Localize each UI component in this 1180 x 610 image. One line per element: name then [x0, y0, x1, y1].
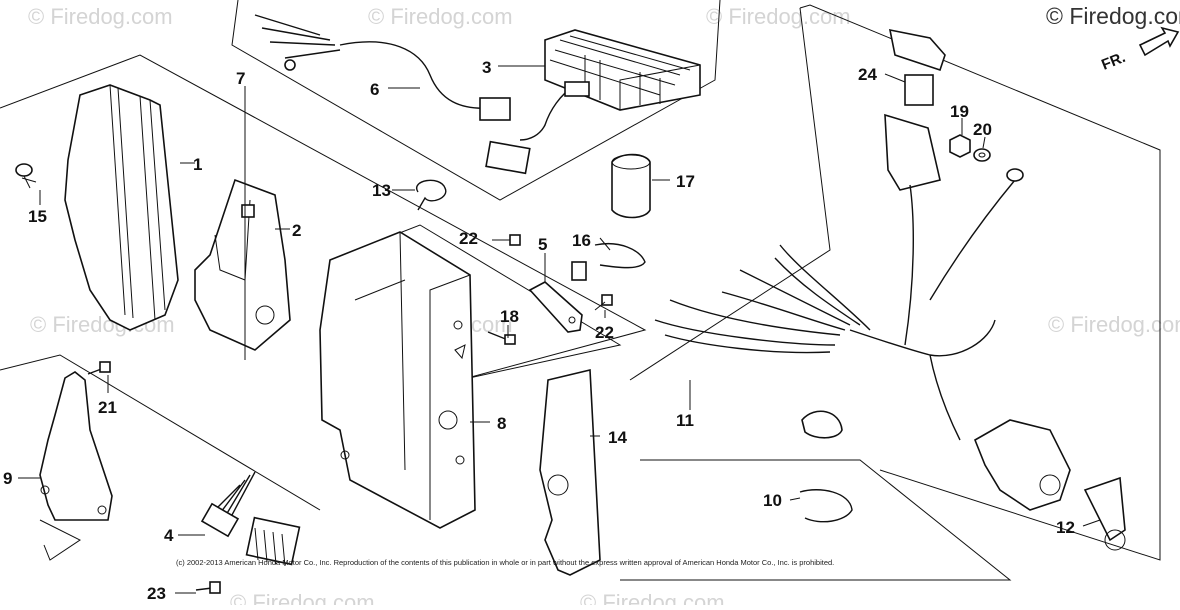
grommet	[801, 410, 843, 439]
callout-2: 2	[292, 221, 301, 240]
panel-14	[539, 368, 601, 576]
watermark: © Firedog.com	[706, 4, 851, 29]
outline-lower-left	[0, 354, 321, 511]
callout-18: 18	[500, 307, 519, 326]
callout-16: 16	[572, 231, 591, 250]
bolt-18	[487, 331, 516, 345]
callout-7: 7	[236, 69, 245, 88]
callout-15: 15	[28, 207, 47, 226]
front-orientation-indicator: FR.	[1099, 26, 1180, 74]
fr-label: FR.	[1099, 49, 1128, 74]
rectifier-4	[200, 471, 301, 567]
bolt-23	[195, 581, 221, 594]
main-harness	[654, 168, 1071, 511]
leader-lines	[18, 65, 1101, 594]
bolt-22-upper	[492, 234, 521, 246]
callout-3: 3	[482, 58, 491, 77]
cable-16	[571, 243, 646, 281]
control-box	[319, 231, 476, 529]
callout-22-lower: 22	[595, 323, 614, 342]
callout-9: 9	[3, 469, 12, 488]
control-box-cover	[64, 84, 179, 331]
inner-bracket	[194, 178, 291, 351]
watermark: © Firedog.com	[368, 4, 513, 29]
sub-harness	[254, 14, 511, 121]
keys-12	[1083, 476, 1126, 551]
copyright-notice: (c) 2002-2013 American Honda Motor Co., …	[176, 558, 834, 567]
callout-13: 13	[372, 181, 391, 200]
watermark: © Firedog.com	[580, 590, 725, 605]
watermark: © Firedog.com	[28, 4, 173, 29]
callout-23: 23	[147, 584, 166, 603]
callout-14: 14	[608, 428, 627, 447]
outline-lower-right	[620, 459, 1012, 581]
washer-20	[973, 148, 991, 162]
callout-11: 11	[676, 411, 694, 430]
fuse-holder-24	[884, 28, 946, 191]
regulator-rectifier	[485, 29, 701, 175]
bolt-22-lower	[594, 294, 613, 311]
callout-labels: 1 2 3 4 5 6 7 8 9 10 11 12 13 14 15 16 1…	[3, 58, 1075, 603]
callout-22-upper: 22	[459, 229, 478, 248]
callout-12: 12	[1056, 518, 1075, 537]
callout-20: 20	[973, 120, 992, 139]
callout-4: 4	[164, 526, 174, 545]
nut-19	[949, 134, 971, 158]
clip-13	[415, 179, 447, 211]
plate-5	[528, 281, 583, 333]
sleeve-17	[611, 153, 651, 219]
callout-21: 21	[98, 398, 117, 417]
outline-harness-right	[799, 4, 1161, 561]
callout-6: 6	[370, 80, 379, 99]
watermark: © Firedog.com	[1048, 312, 1180, 337]
callout-24: 24	[858, 65, 877, 84]
callout-1: 1	[193, 155, 202, 174]
screw-15	[15, 163, 37, 189]
screw-21	[87, 361, 111, 375]
watermark-corner: © Firedog.com	[1046, 3, 1180, 29]
callout-8: 8	[497, 414, 506, 433]
outline-regulator-group	[231, 0, 721, 201]
outline-harness-left	[629, 7, 831, 381]
callout-19: 19	[950, 102, 969, 121]
callout-10: 10	[763, 491, 782, 510]
arrow-icon	[1138, 26, 1180, 57]
clamp-10	[799, 489, 853, 523]
bracket-9	[39, 371, 113, 561]
callout-5: 5	[538, 235, 547, 254]
watermark: © Firedog.com	[230, 590, 375, 605]
callout-17: 17	[676, 172, 695, 191]
